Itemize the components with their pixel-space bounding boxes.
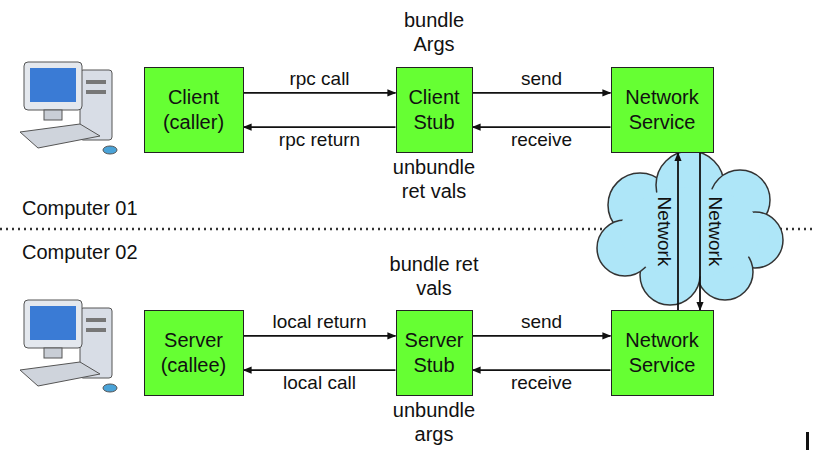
arrow-connector: [699, 153, 701, 310]
process-box: Client (caller): [144, 67, 244, 153]
box-text: Client Stub: [403, 85, 466, 135]
annotation-label: unbundle args: [379, 398, 489, 446]
arrow-connector: [473, 92, 611, 94]
edge-label: receive: [511, 373, 572, 394]
computer-icon: [20, 62, 117, 154]
annotation-label: bundle Args: [394, 8, 474, 56]
arrow-connector: [473, 369, 611, 371]
process-box: Client Stub: [396, 67, 473, 153]
arrow-connector: [677, 153, 679, 310]
edge-label: send: [521, 69, 562, 90]
process-box: Server (callee): [144, 310, 244, 396]
edge-label: rpc return: [279, 130, 360, 151]
box-text: Network Service: [618, 328, 707, 378]
edge-mark: [806, 432, 809, 450]
edge-label: local call: [283, 373, 356, 394]
edge-label: send: [521, 312, 562, 333]
edge-label: Network: [704, 197, 725, 267]
annotation-label: unbundle ret vals: [379, 155, 489, 203]
box-text: Server Stub: [403, 328, 466, 378]
arrow-connector: [473, 335, 611, 337]
arrow-connector: [244, 92, 396, 94]
edge-label: Network: [653, 197, 674, 267]
arrow-connector: [473, 126, 611, 128]
box-text: Server (callee): [151, 328, 237, 378]
box-text: Network Service: [618, 85, 707, 135]
edge-label: receive: [511, 130, 572, 151]
annotation-label: Computer 01: [22, 196, 172, 220]
edge-label: local return: [273, 312, 367, 333]
arrow-connector: [244, 369, 396, 371]
process-box: Network Service: [611, 310, 714, 396]
arrow-connector: [244, 335, 396, 337]
computer-icon: [20, 300, 117, 392]
annotation-label: Computer 02: [22, 240, 172, 264]
annotation-label: bundle ret vals: [379, 252, 489, 300]
box-text: Client (caller): [151, 85, 237, 135]
process-box: Network Service: [611, 67, 714, 153]
process-box: Server Stub: [396, 310, 473, 396]
edge-label: rpc call: [289, 69, 349, 90]
arrow-connector: [244, 126, 396, 128]
network-cloud: [597, 151, 783, 305]
